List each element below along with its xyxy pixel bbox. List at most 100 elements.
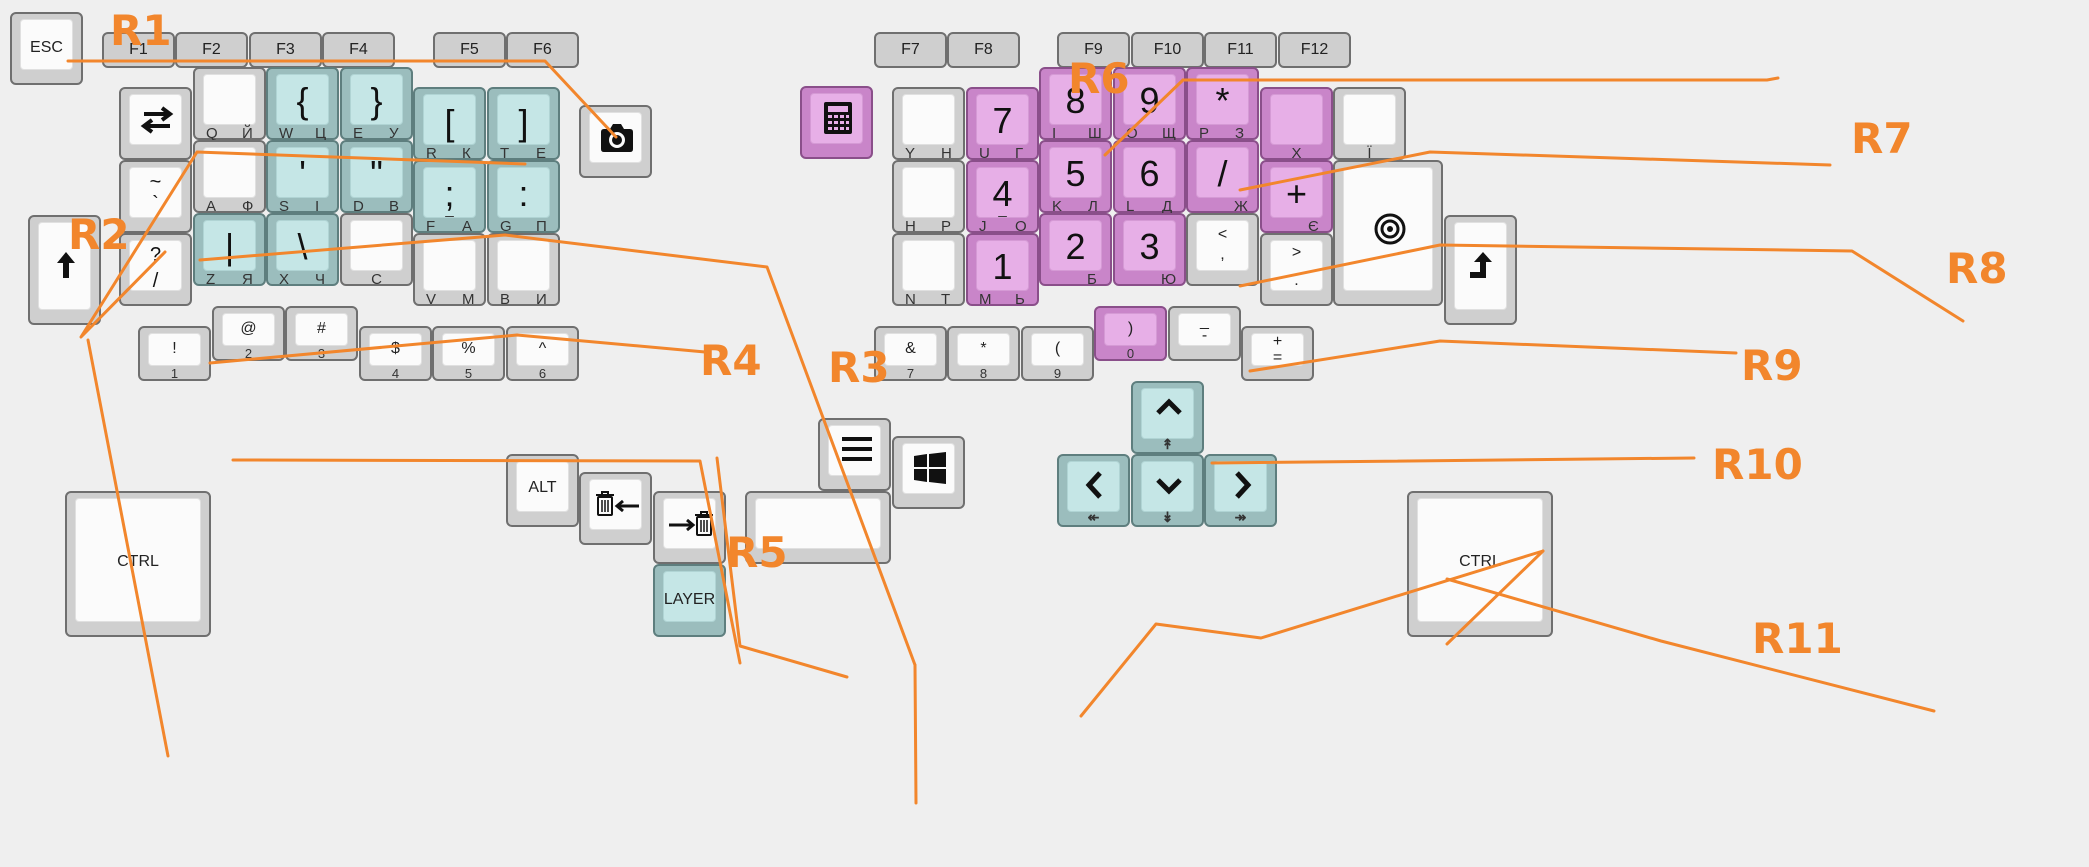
key-layer[interactable]: LAYER [653, 564, 726, 637]
key-arrow-left[interactable]: ↞ [1057, 454, 1130, 527]
camera-icon [601, 124, 633, 152]
key-arrow-down[interactable]: ↡ [1131, 454, 1204, 527]
key-arrow-up[interactable]: ↟ [1131, 381, 1204, 454]
key-yu[interactable]: 3 Ю [1113, 213, 1186, 287]
key-i[interactable]: 8 I Ш [1039, 67, 1112, 141]
key-f8[interactable]: F8 [947, 32, 1020, 68]
key-b[interactable]: B И [487, 233, 560, 307]
key-m[interactable]: 1 M Ь [966, 233, 1039, 307]
key-3[interactable]: # 3 [285, 306, 358, 361]
key-zhe[interactable]: / Ж [1186, 140, 1259, 214]
key-backspace[interactable] [579, 472, 652, 545]
key-esc[interactable]: ESC [10, 12, 83, 85]
key-f9[interactable]: F9 [1057, 32, 1130, 68]
key-f6[interactable]: F6 [506, 32, 579, 68]
key-f10[interactable]: F10 [1131, 32, 1204, 68]
key-s[interactable]: ' S І [266, 140, 339, 214]
key-swap[interactable] [119, 87, 192, 160]
key-9[interactable]: ( 9 [1021, 326, 1094, 381]
shift-icon [57, 252, 75, 278]
key-e[interactable]: } E У [340, 67, 413, 141]
key-x[interactable]: \ X Ч [266, 213, 339, 287]
menu-icon [842, 437, 872, 461]
key-p[interactable]: * P З [1186, 67, 1259, 141]
key-minus[interactable]: _ - [1168, 306, 1241, 361]
route-r9-line [1248, 339, 1738, 373]
key-z[interactable]: | Z Я [193, 213, 266, 287]
key-6[interactable]: ^ 6 [506, 326, 579, 381]
key-arrow-right[interactable]: ↠ [1204, 454, 1277, 527]
key-f7[interactable]: F7 [874, 32, 947, 68]
target-icon [1374, 213, 1406, 245]
key-d[interactable]: " D В [340, 140, 413, 214]
route-label-r4: R4 [700, 336, 762, 385]
key-t[interactable]: ] T Е [487, 87, 560, 161]
key-question[interactable]: ? / [119, 233, 192, 306]
key-w[interactable]: { W Ц [266, 67, 339, 141]
key-4[interactable]: $ 4 [359, 326, 432, 381]
key-8[interactable]: * 8 [947, 326, 1020, 381]
key-1[interactable]: ! 1 [138, 326, 211, 381]
route-label-r2: R2 [68, 210, 130, 259]
route-label-r3: R3 [828, 343, 890, 392]
backspace-delete-icon [596, 491, 639, 516]
chevron-up-icon [1156, 398, 1182, 415]
key-screenshot[interactable] [579, 105, 652, 178]
key-r[interactable]: [ R К [413, 87, 486, 161]
forward-delete-icon [669, 511, 713, 536]
key-calculator[interactable] [800, 86, 873, 159]
key-ctrl-right[interactable]: CTRL [1407, 491, 1553, 637]
chevron-down-icon [1156, 478, 1182, 495]
key-f4[interactable]: F4 [322, 32, 395, 68]
route-r6-line [1181, 76, 1780, 82]
key-target[interactable] [1333, 160, 1443, 306]
key-tilde[interactable]: ~ ` [119, 160, 192, 233]
key-f3[interactable]: F3 [249, 32, 322, 68]
key-0[interactable]: ) 0 [1094, 306, 1167, 361]
route-label-r10: R10 [1712, 440, 1803, 489]
route-r3-tail [913, 663, 918, 805]
key-f12[interactable]: F12 [1278, 32, 1351, 68]
key-f2[interactable]: F2 [175, 32, 248, 68]
key-f[interactable]: ; _ F А [413, 160, 486, 234]
key-f11[interactable]: F11 [1204, 32, 1277, 68]
key-n[interactable]: N Т [892, 233, 965, 307]
key-equals[interactable]: + = [1241, 326, 1314, 381]
calculator-icon [824, 102, 852, 134]
key-period[interactable]: > . [1260, 233, 1333, 306]
key-alt[interactable]: ALT [506, 454, 579, 527]
key-v[interactable]: V М [413, 233, 486, 307]
key-delete[interactable] [653, 491, 726, 564]
key-ctrl-left[interactable]: CTRL [65, 491, 211, 637]
enter-icon [1470, 252, 1492, 278]
route-label-r8: R8 [1946, 244, 2008, 293]
key-be[interactable]: 2 Б [1039, 213, 1112, 287]
route-label-r11: R11 [1752, 614, 1843, 663]
key-g[interactable]: : G П [487, 160, 560, 234]
key-comma[interactable]: < , [1186, 213, 1259, 286]
key-enter[interactable] [1444, 215, 1517, 325]
key-kha[interactable]: Х [1260, 87, 1333, 161]
key-c[interactable]: C [340, 213, 413, 287]
key-k[interactable]: 5 K Л [1039, 140, 1112, 214]
key-y[interactable]: Y Н [892, 87, 965, 161]
key-f5[interactable]: F5 [433, 32, 506, 68]
route-label-r1: R1 [110, 6, 172, 55]
key-5[interactable]: % 5 [432, 326, 505, 381]
key-yi[interactable]: Ї [1333, 87, 1406, 161]
key-2[interactable]: @ 2 [212, 306, 285, 361]
route-label-r5: R5 [726, 528, 788, 577]
key-l[interactable]: 6 L Д [1113, 140, 1186, 214]
key-win[interactable] [892, 436, 965, 509]
key-a[interactable]: A Ф [193, 140, 266, 214]
key-h[interactable]: H Р [892, 160, 965, 234]
key-q[interactable]: Q Й [193, 67, 266, 141]
key-menu[interactable] [818, 418, 891, 491]
route-label-r6: R6 [1068, 54, 1130, 103]
chevron-right-icon [1235, 471, 1252, 499]
key-esc-label: ESC [30, 39, 63, 56]
key-j[interactable]: 4 _ J О [966, 160, 1039, 234]
key-u[interactable]: 7 U Г [966, 87, 1039, 161]
route-label-r7: R7 [1851, 114, 1913, 163]
key-ye[interactable]: + Є [1260, 160, 1333, 234]
